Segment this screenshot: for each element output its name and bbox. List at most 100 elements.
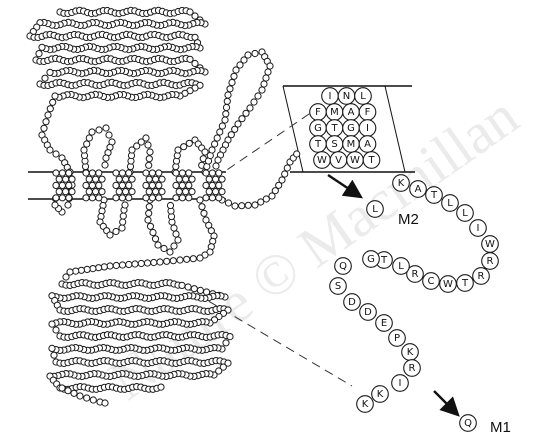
chain-bead: [221, 116, 229, 124]
chain-bead: [230, 72, 238, 80]
chain-residue: K: [401, 343, 419, 361]
residue-letter: G: [367, 254, 375, 265]
chain-bead: [125, 260, 133, 269]
residue-circle: [469, 219, 487, 237]
residue-circle: [362, 151, 381, 169]
chain-bead: [222, 339, 230, 347]
m1-residue: Q: [459, 414, 477, 432]
transmembrane-bead: [215, 194, 223, 202]
chain-residue: Q: [334, 257, 352, 275]
chain-bead: [271, 187, 279, 195]
transmembrane-bead: [92, 188, 100, 196]
m2-residue: L: [366, 200, 384, 218]
transmembrane-bead: [215, 169, 223, 177]
transmembrane-bead: [52, 169, 60, 177]
helix-residue: I: [321, 87, 339, 105]
residue-circle: [406, 265, 424, 283]
residue-circle: [425, 186, 443, 204]
chain-bead: [150, 258, 158, 267]
chain-bead: [264, 68, 272, 76]
chain-bead: [238, 115, 246, 123]
chain-bead: [156, 258, 164, 266]
transmembrane-bead: [155, 181, 163, 189]
residue-letter: F: [365, 107, 371, 118]
transmembrane-bead: [178, 181, 186, 189]
residue-letter: I: [329, 91, 332, 102]
chain-bead: [52, 326, 60, 334]
residue-letter: V: [335, 155, 342, 166]
transmembrane-bead: [152, 175, 160, 183]
chain-bead: [176, 256, 184, 264]
chain-bead: [52, 150, 60, 158]
chain-residue: K: [371, 385, 389, 403]
chain-bead: [218, 122, 226, 130]
chain-bead: [40, 124, 48, 132]
chain-bead: [145, 161, 153, 169]
helix-residue: T: [309, 135, 327, 153]
chain-bead: [137, 138, 145, 146]
chain-bead: [183, 255, 191, 263]
chain-bead: [154, 241, 162, 249]
chain-bead: [146, 148, 154, 156]
chain-bead: [231, 202, 239, 210]
transmembrane-bead: [218, 175, 226, 183]
residue-letter: A: [348, 107, 355, 118]
residue-letter: W: [317, 155, 327, 166]
transmembrane-bead: [95, 181, 103, 189]
residue-circle: [481, 252, 499, 270]
chain-bead: [232, 66, 240, 74]
transmembrane-bead: [125, 169, 133, 177]
transmembrane-bead: [145, 175, 153, 183]
residue-letter: L: [372, 204, 378, 215]
chain-bead: [266, 62, 274, 70]
chain-bead: [101, 399, 109, 407]
chain-bead: [119, 212, 127, 220]
chain-bead: [211, 140, 219, 148]
residue-circle: [334, 257, 352, 275]
transmembrane-bead: [188, 175, 196, 183]
chain-bead: [251, 201, 259, 209]
transmembrane-bead: [202, 169, 210, 177]
chain-bead: [191, 12, 199, 20]
chain-bead: [260, 80, 268, 88]
helix-residue: W: [346, 151, 364, 169]
chain-bead: [201, 148, 209, 156]
chain-residue: C: [422, 272, 440, 290]
chain-bead: [251, 49, 259, 58]
chain-bead: [166, 248, 174, 256]
chain-bead: [144, 216, 152, 224]
helix-residue: W: [313, 151, 331, 169]
chain-bead: [106, 231, 114, 239]
residue-circle: [371, 385, 389, 403]
chain-bead: [112, 227, 120, 236]
chain-bead: [146, 222, 155, 230]
transmembrane-bead: [118, 194, 127, 202]
helix-residue: M: [342, 135, 360, 153]
helix-residue: N: [337, 87, 356, 105]
chain-bead: [257, 198, 265, 206]
transmembrane-bead: [125, 194, 133, 202]
residue-circle: [388, 329, 406, 347]
transmembrane-bead: [128, 188, 136, 196]
helix-residue: G: [342, 119, 360, 137]
chain-bead: [70, 389, 78, 397]
residue-letter: I: [399, 378, 402, 389]
residue-circle: [359, 303, 377, 321]
helix-residue: V: [329, 151, 348, 169]
residue-letter: R: [409, 363, 416, 374]
chain-bead: [215, 367, 223, 375]
chain-bead: [149, 228, 157, 237]
residue-circle: [472, 267, 490, 285]
chain-residue: W: [439, 275, 457, 293]
transmembrane-bead: [202, 194, 210, 202]
chain-bead: [275, 181, 283, 189]
residue-letter: T: [380, 255, 388, 266]
chain-bead: [83, 265, 91, 273]
chain-bead: [46, 105, 54, 113]
chain-bead: [196, 254, 204, 262]
chain-bead: [174, 146, 182, 154]
chain-bead: [166, 201, 175, 210]
chain-bead: [278, 176, 286, 184]
